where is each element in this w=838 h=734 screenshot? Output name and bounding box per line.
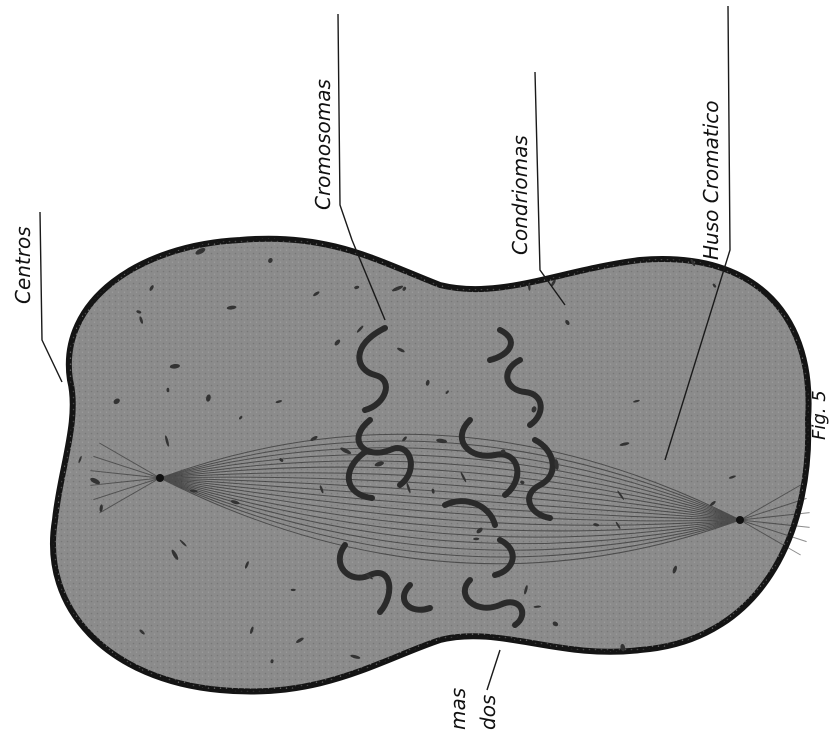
label-bottom-bottom: dos bbox=[476, 695, 500, 730]
label-cromosomas: Cromosomas bbox=[311, 79, 335, 210]
condrioma-speck bbox=[291, 589, 296, 591]
leader-centros bbox=[40, 212, 62, 382]
leader-condriomas bbox=[535, 72, 565, 305]
label-centros: Centros bbox=[11, 226, 35, 304]
label-bottom-top: mas bbox=[446, 688, 470, 730]
cell-texture bbox=[53, 239, 809, 692]
label-condriomas: Condriomas bbox=[508, 135, 532, 255]
leader-bottom bbox=[487, 650, 500, 690]
centro-left bbox=[156, 474, 164, 482]
centro-right bbox=[736, 516, 744, 524]
figure-mark: Fig. 5 bbox=[809, 390, 830, 440]
label-huso: Huso Cromatico bbox=[699, 100, 723, 260]
